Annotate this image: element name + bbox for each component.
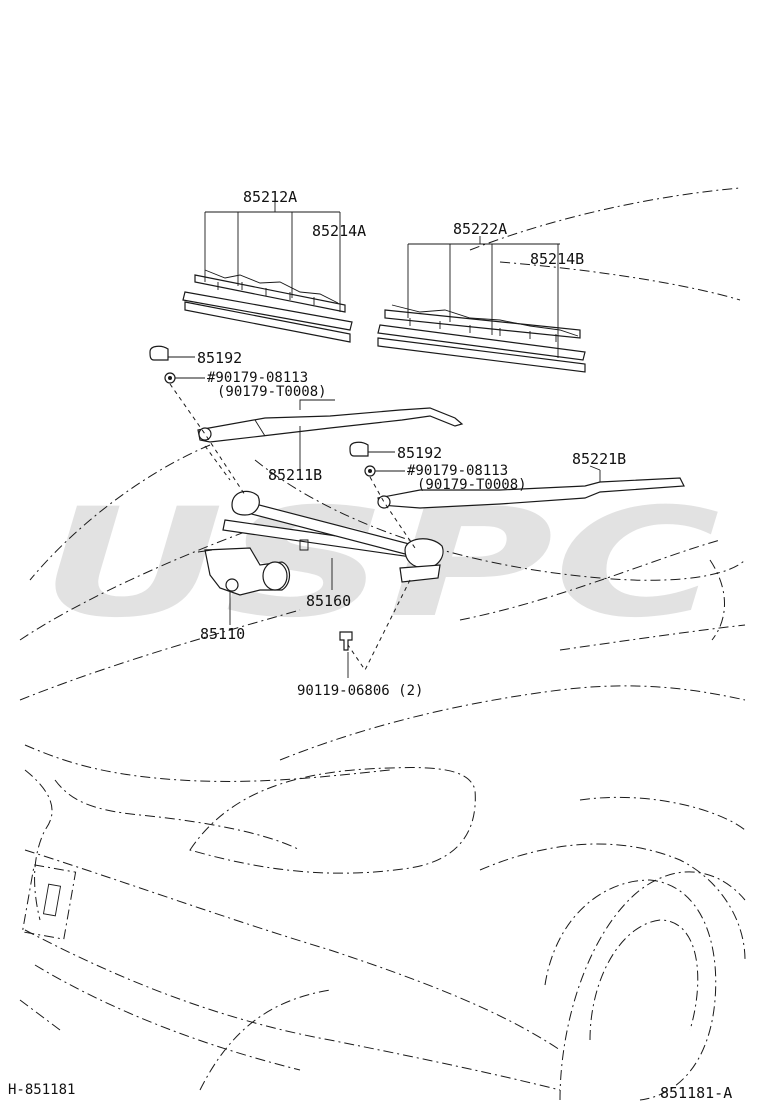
- label-link-assy: 85160: [306, 592, 351, 610]
- label-blade-rubber-lh: 85214A: [312, 222, 366, 240]
- vehicle-outline: [19, 187, 746, 1101]
- callout-labels: 85212A 85214A 85222A 85214B 85192 #90179…: [197, 188, 626, 699]
- wiper-blade-lh: [182, 269, 353, 343]
- footer-right-code: 851181-A: [660, 1084, 732, 1102]
- label-nut-rh: #90179-08113: [407, 463, 508, 479]
- label-cap-lh: 85192: [197, 349, 242, 367]
- wiper-motor: [197, 547, 291, 625]
- label-arm-rh: 85221B: [572, 450, 626, 468]
- label-motor: 85110: [200, 625, 245, 643]
- label-nut-rh-alt: (90179-T0008): [417, 477, 527, 493]
- label-nut-lh: #90179-08113: [207, 370, 308, 386]
- footer-left-code: H-851181: [8, 1082, 75, 1098]
- label-blade-rubber-rh: 85214B: [530, 250, 584, 268]
- label-arm-lh: 85211B: [268, 466, 322, 484]
- blade-leaders: [204, 202, 560, 358]
- assembly-lines: [169, 383, 416, 671]
- bolt: [339, 631, 353, 678]
- wiper-arm-lh: [197, 399, 464, 470]
- label-bolt: 90119-06806 (2): [297, 683, 423, 699]
- label-cap-rh: 85192: [397, 444, 442, 462]
- label-blade-assy-rh: 85222A: [453, 220, 507, 238]
- label-blade-assy-lh: 85212A: [243, 188, 297, 206]
- wiper-arm-rh: [377, 465, 685, 509]
- cap-rh: [349, 441, 395, 457]
- nut-rh: [364, 465, 405, 477]
- nut-lh: [164, 372, 205, 384]
- label-nut-lh-alt: (90179-T0008): [217, 384, 327, 400]
- cap-lh: [149, 345, 195, 361]
- wiper-blade-rh: [377, 304, 586, 373]
- wiper-linkage: [222, 490, 444, 590]
